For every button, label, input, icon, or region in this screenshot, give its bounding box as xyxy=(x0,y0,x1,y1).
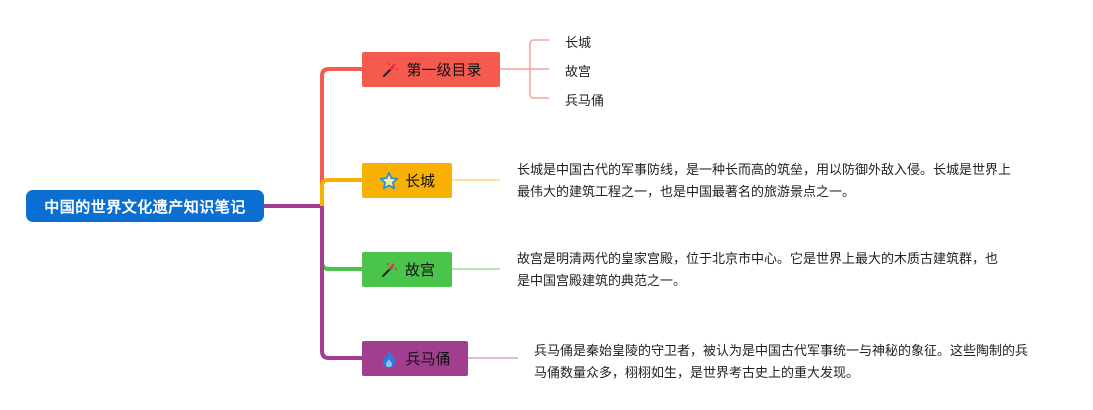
star-icon xyxy=(379,171,399,191)
branch-label-catalog: 第一级目录 xyxy=(406,61,482,79)
branch-label-great-wall: 长城 xyxy=(404,172,435,190)
flame-icon xyxy=(379,349,399,369)
connector-branch-wall xyxy=(320,178,362,206)
note-great-wall: 长城是中国古代的军事防线，是一种长而高的筑垒，用以防御外敌入侵。长城是世界上最伟… xyxy=(517,163,1012,200)
connector-branch-palace xyxy=(320,206,362,271)
catalog-child-terracotta-army[interactable]: 兵马俑 xyxy=(565,94,605,109)
branch-label-forbidden-city: 故宫 xyxy=(404,261,435,279)
connector-branch-catalog xyxy=(320,67,362,206)
catalog-child-great-wall[interactable]: 长城 xyxy=(565,36,592,51)
branch-label-terracotta-army: 兵马俑 xyxy=(405,350,451,368)
note-terracotta-army: 兵马俑是秦始皇陵的守卫者，被认为是中国古代军事统一与神秘的象征。这些陶制的兵马俑… xyxy=(534,344,1029,381)
sparkle-wand-icon xyxy=(379,260,399,280)
sparkle-wand-icon xyxy=(380,60,400,80)
connector-catalog-children xyxy=(500,39,549,99)
connector-branch-army xyxy=(320,206,362,360)
note-forbidden-city: 故宫是明清两代的皇家宫殿，位于北京市中心。它是世界上最大的木质古建筑群，也是中国… xyxy=(517,252,999,289)
root-topic-label: 中国的世界文化遗产知识笔记 xyxy=(44,197,246,216)
branch-topic-terracotta-army[interactable]: 兵马俑 xyxy=(362,341,468,376)
catalog-child-forbidden-city[interactable]: 故宫 xyxy=(565,65,592,80)
branch-topic-catalog[interactable]: 第一级目录 xyxy=(362,52,500,87)
branch-topic-forbidden-city[interactable]: 故宫 xyxy=(362,252,452,287)
branch-topic-great-wall[interactable]: 长城 xyxy=(362,163,452,198)
root-topic[interactable]: 中国的世界文化遗产知识笔记 xyxy=(26,190,264,222)
